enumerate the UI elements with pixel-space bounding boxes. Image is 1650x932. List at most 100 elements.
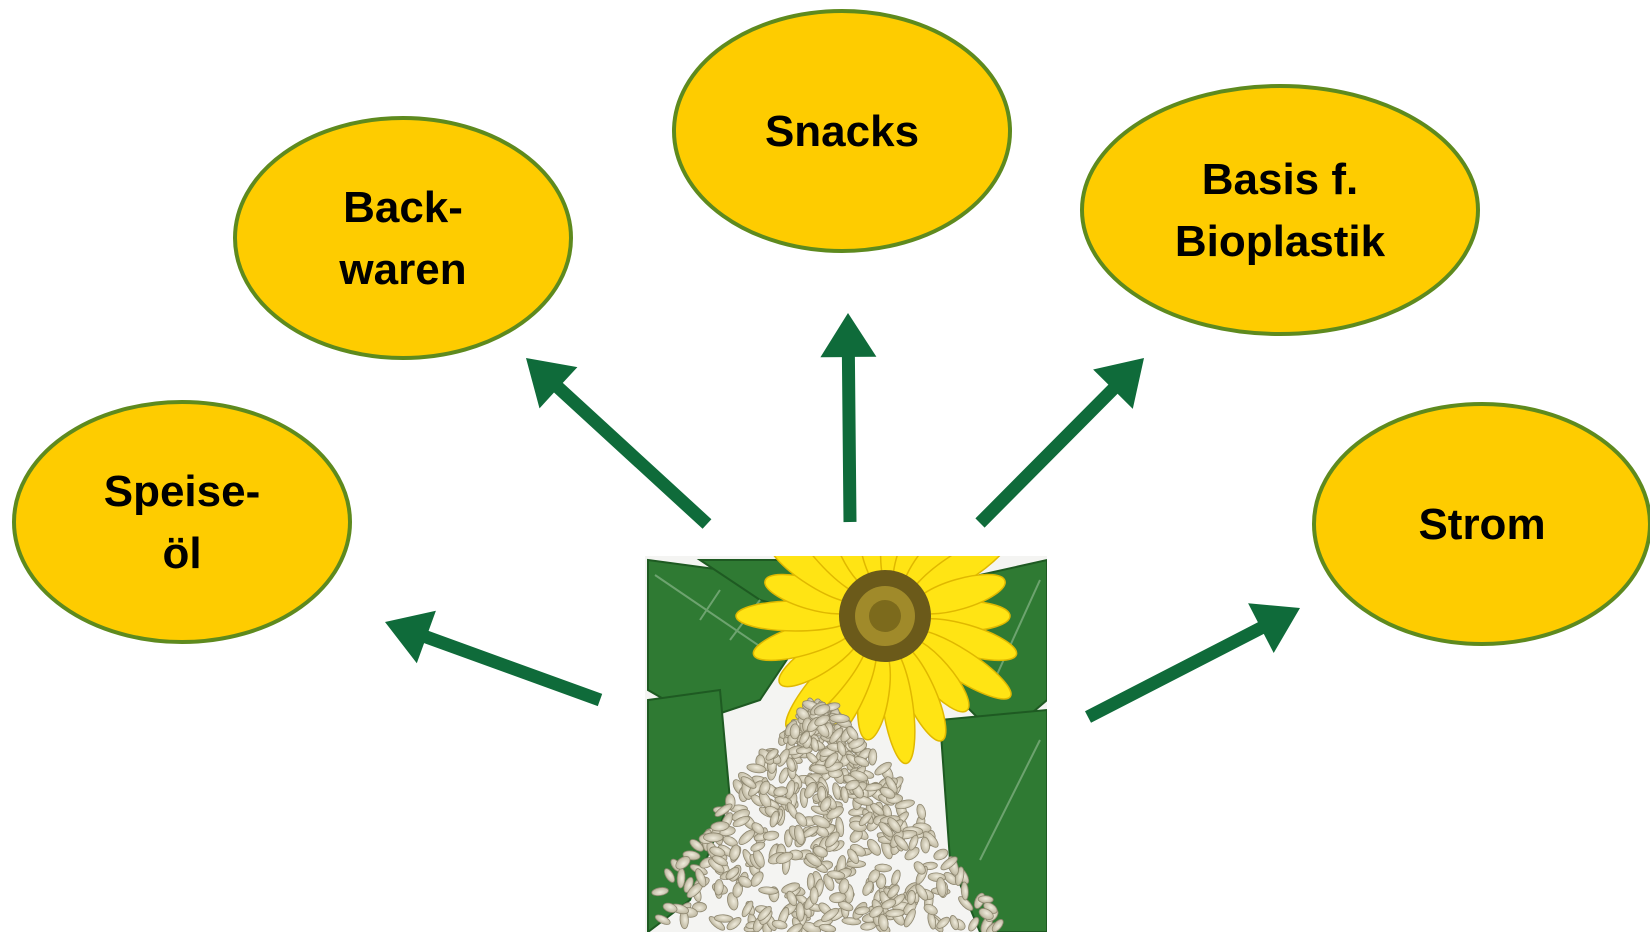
seed (960, 881, 969, 901)
seed (751, 822, 765, 835)
seed (854, 906, 870, 916)
seed (809, 886, 819, 905)
seed (878, 913, 889, 932)
seed (712, 855, 728, 867)
seed (894, 799, 915, 810)
seed (913, 861, 926, 875)
seed (874, 761, 892, 776)
seed (936, 877, 947, 898)
arrow-bioplastik (975, 358, 1144, 528)
seed (887, 884, 900, 899)
node-label: öl (162, 529, 201, 578)
seed (746, 763, 767, 774)
seed (829, 713, 850, 724)
node-label: Snacks (765, 107, 919, 156)
seed (775, 851, 794, 864)
seed-pile (651, 697, 1004, 932)
node-label: Bioplastik (1175, 217, 1386, 266)
seed (789, 723, 801, 740)
seed (824, 831, 840, 848)
seed (722, 835, 738, 847)
seed (786, 890, 798, 906)
seed (714, 803, 733, 817)
seed (750, 871, 764, 887)
seed (786, 757, 796, 772)
node-label: Strom (1418, 500, 1545, 549)
seed (758, 886, 779, 895)
seed (795, 812, 808, 827)
seed (920, 836, 931, 854)
seed (819, 797, 832, 812)
seed (829, 892, 847, 904)
seed (949, 915, 959, 931)
node-label: waren (338, 245, 466, 294)
seed (740, 776, 757, 789)
seed (868, 748, 878, 766)
seed (804, 781, 817, 799)
seed (812, 845, 828, 858)
seed (654, 914, 671, 925)
node-strom: Strom (1312, 402, 1650, 646)
arrow-speiseoel (385, 610, 603, 707)
seed (713, 879, 724, 896)
seed (846, 726, 859, 741)
seed (726, 917, 742, 931)
node-ellipse (672, 9, 1012, 253)
seed (762, 830, 780, 841)
seed (786, 923, 803, 932)
seed (853, 756, 870, 767)
seed (821, 907, 839, 922)
seed (936, 916, 950, 929)
seed (840, 786, 849, 804)
seed (845, 779, 860, 791)
seed (829, 727, 844, 744)
seed (847, 848, 860, 864)
node-label: Basis f. (1202, 155, 1359, 204)
seed (958, 896, 974, 911)
seed (771, 919, 788, 930)
seed (675, 856, 691, 870)
arrow-group (385, 313, 1300, 723)
seed (904, 846, 920, 861)
seed (885, 776, 898, 794)
seed (695, 868, 707, 888)
sunflower-petals (735, 556, 1018, 765)
seed (858, 811, 873, 827)
seed (814, 714, 830, 727)
node-label: Speise- (104, 467, 261, 516)
seed (906, 890, 916, 905)
seed (879, 786, 896, 799)
seed (703, 832, 724, 843)
seed (885, 908, 905, 918)
seed (794, 824, 805, 846)
arrow-snacks (820, 313, 877, 523)
node-snacks: Snacks (672, 9, 1012, 253)
seed (725, 866, 740, 880)
seed (811, 815, 831, 829)
seed (765, 748, 779, 761)
seed (824, 752, 839, 768)
seed (893, 835, 909, 851)
seed (887, 817, 902, 833)
seed (729, 844, 741, 861)
seed (741, 900, 754, 918)
seed (773, 786, 789, 797)
node-backwaren: Back-waren (233, 116, 573, 360)
node-ellipse (1312, 402, 1650, 646)
seed (810, 737, 819, 752)
seed (823, 873, 835, 891)
arrow-backwaren (526, 358, 712, 529)
seed (692, 901, 707, 913)
seed (908, 834, 919, 851)
node-speiseoel: Speise-öl (12, 400, 352, 644)
seed (978, 908, 994, 920)
seed (826, 870, 846, 880)
seed (923, 903, 938, 916)
seed (940, 856, 958, 871)
seed (836, 741, 847, 757)
seed (813, 704, 831, 716)
seed (903, 908, 916, 928)
